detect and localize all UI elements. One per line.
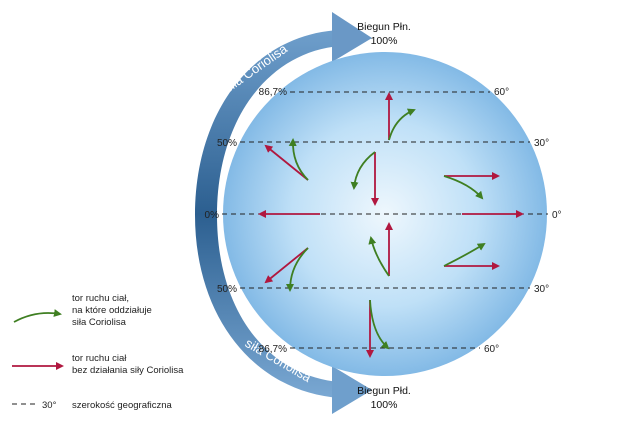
north-pole-value: 100% — [371, 35, 398, 47]
latitude-label-right-s60: 60° — [484, 344, 499, 355]
legend: tor ruchu ciał, na które oddziałuje siła… — [12, 293, 184, 411]
green-arrow-bottom — [369, 299, 390, 350]
legend-dash-label: szerokość geograficzna — [72, 400, 173, 411]
red-arrow-sw — [264, 247, 309, 284]
legend-green-line3: siła Coriolisa — [72, 317, 127, 328]
latitude-label-left-n60: 86,7% — [259, 87, 287, 98]
south-pole-value: 100% — [371, 399, 398, 411]
latitude-label-left-n30: 50% — [217, 138, 237, 149]
green-arrow-nw — [288, 138, 309, 181]
latitude-label-left-s30: 50% — [217, 284, 237, 295]
latitude-label-right-n30: 30° — [534, 138, 549, 149]
legend-green-arrow — [13, 309, 62, 323]
green-arrow-sw — [286, 247, 309, 292]
coriolis-arc-arrow — [195, 12, 372, 414]
green-arrow-top — [388, 108, 416, 141]
green-arrow-center-bottom — [368, 236, 390, 277]
south-pole-name: Biegun Płd. — [357, 385, 411, 397]
legend-green-line2: na które oddziałuje — [72, 305, 152, 316]
green-arrow-se — [443, 242, 486, 267]
latitude-label-right-eq: 0° — [552, 210, 562, 221]
legend-green-line1: tor ruchu ciał, — [72, 293, 129, 304]
red-arrow-nw — [264, 144, 309, 181]
green-arrow-center-top — [350, 151, 376, 190]
green-arrows — [286, 108, 486, 350]
latitude-label-left-eq: 0% — [205, 210, 220, 221]
latitude-label-right-s30: 30° — [534, 284, 549, 295]
legend-dash-value: 30° — [42, 400, 57, 411]
latitude-label-left-s60: 86,7% — [259, 344, 287, 355]
north-pole-name: Biegun Płn. — [357, 21, 411, 33]
green-arrow-ne — [443, 175, 484, 200]
latitude-label-right-n60: 60° — [494, 87, 509, 98]
legend-red-line1: tor ruchu ciał — [72, 353, 127, 364]
legend-red-line2: bez działania siły Coriolisa — [72, 365, 184, 376]
